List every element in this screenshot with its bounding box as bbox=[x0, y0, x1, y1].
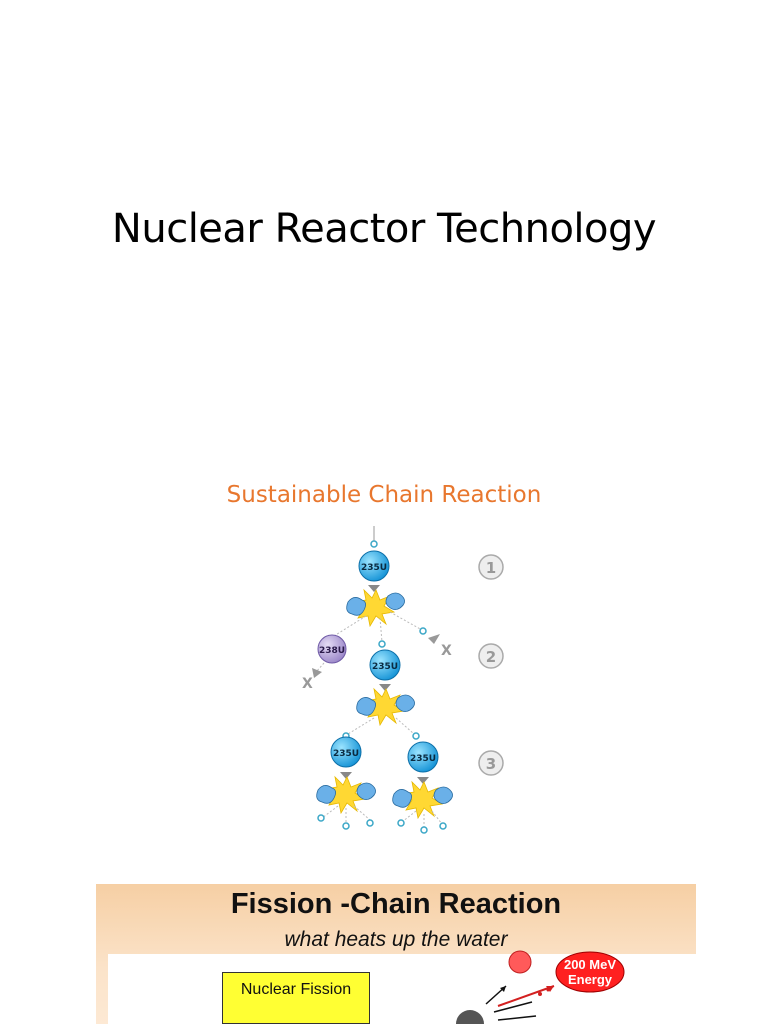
nucleus-label: 235U bbox=[361, 563, 387, 573]
uranium-nucleus: 235U bbox=[330, 736, 362, 768]
chain-reaction-title: Sustainable Chain Reaction bbox=[226, 482, 542, 508]
fragment-nucleus bbox=[508, 950, 532, 974]
fission-flash bbox=[356, 687, 415, 727]
step-badge: 1 bbox=[478, 554, 504, 580]
neutron-lost-mark: X bbox=[302, 676, 313, 692]
arrow-down-icon bbox=[340, 772, 352, 779]
svg-text:2: 2 bbox=[486, 648, 496, 666]
uranium-nucleus: 235U bbox=[358, 550, 390, 582]
svg-text:3: 3 bbox=[486, 755, 496, 773]
nuclear-fission-box: Nuclear Fission bbox=[222, 972, 370, 1024]
step-badge: 2 bbox=[478, 643, 504, 669]
fission-flash bbox=[346, 588, 405, 628]
fission-flash bbox=[392, 780, 453, 820]
uranium-nucleus: 235U bbox=[369, 649, 401, 681]
neutron-lost-mark: X bbox=[441, 643, 452, 659]
svg-text:235U: 235U bbox=[372, 662, 398, 672]
svg-text:235U: 235U bbox=[333, 749, 359, 759]
step-badge: 3 bbox=[478, 750, 504, 776]
uranium-nucleus: 235U bbox=[407, 741, 439, 773]
fission-title: Fission -Chain Reaction bbox=[230, 888, 562, 920]
chain-reaction-diagram: 235U X 238U X 235U bbox=[290, 526, 530, 836]
svg-text:235U: 235U bbox=[410, 754, 436, 764]
fission-subtitle: what heats up the water bbox=[284, 928, 508, 951]
uranium-238-nucleus: 238U bbox=[317, 634, 347, 664]
target-nucleus bbox=[456, 1010, 484, 1024]
svg-text:238U: 238U bbox=[319, 646, 345, 656]
fission-energy-graphic: 200 MeV Energy bbox=[456, 950, 625, 1024]
arrow-down-icon bbox=[368, 585, 380, 592]
slide-title: Nuclear Reactor Technology bbox=[111, 206, 657, 252]
svg-text:Energy: Energy bbox=[568, 972, 613, 987]
fission-slide: Fission -Chain Reaction what heats up th… bbox=[96, 884, 696, 1024]
arrow-down-icon bbox=[417, 777, 429, 784]
arrow-down-icon bbox=[379, 684, 391, 691]
svg-text:1: 1 bbox=[486, 559, 496, 577]
fission-flash bbox=[316, 775, 376, 815]
svg-text:200 MeV: 200 MeV bbox=[564, 957, 616, 972]
incoming-neutron bbox=[370, 526, 378, 548]
energy-badge bbox=[555, 951, 625, 993]
